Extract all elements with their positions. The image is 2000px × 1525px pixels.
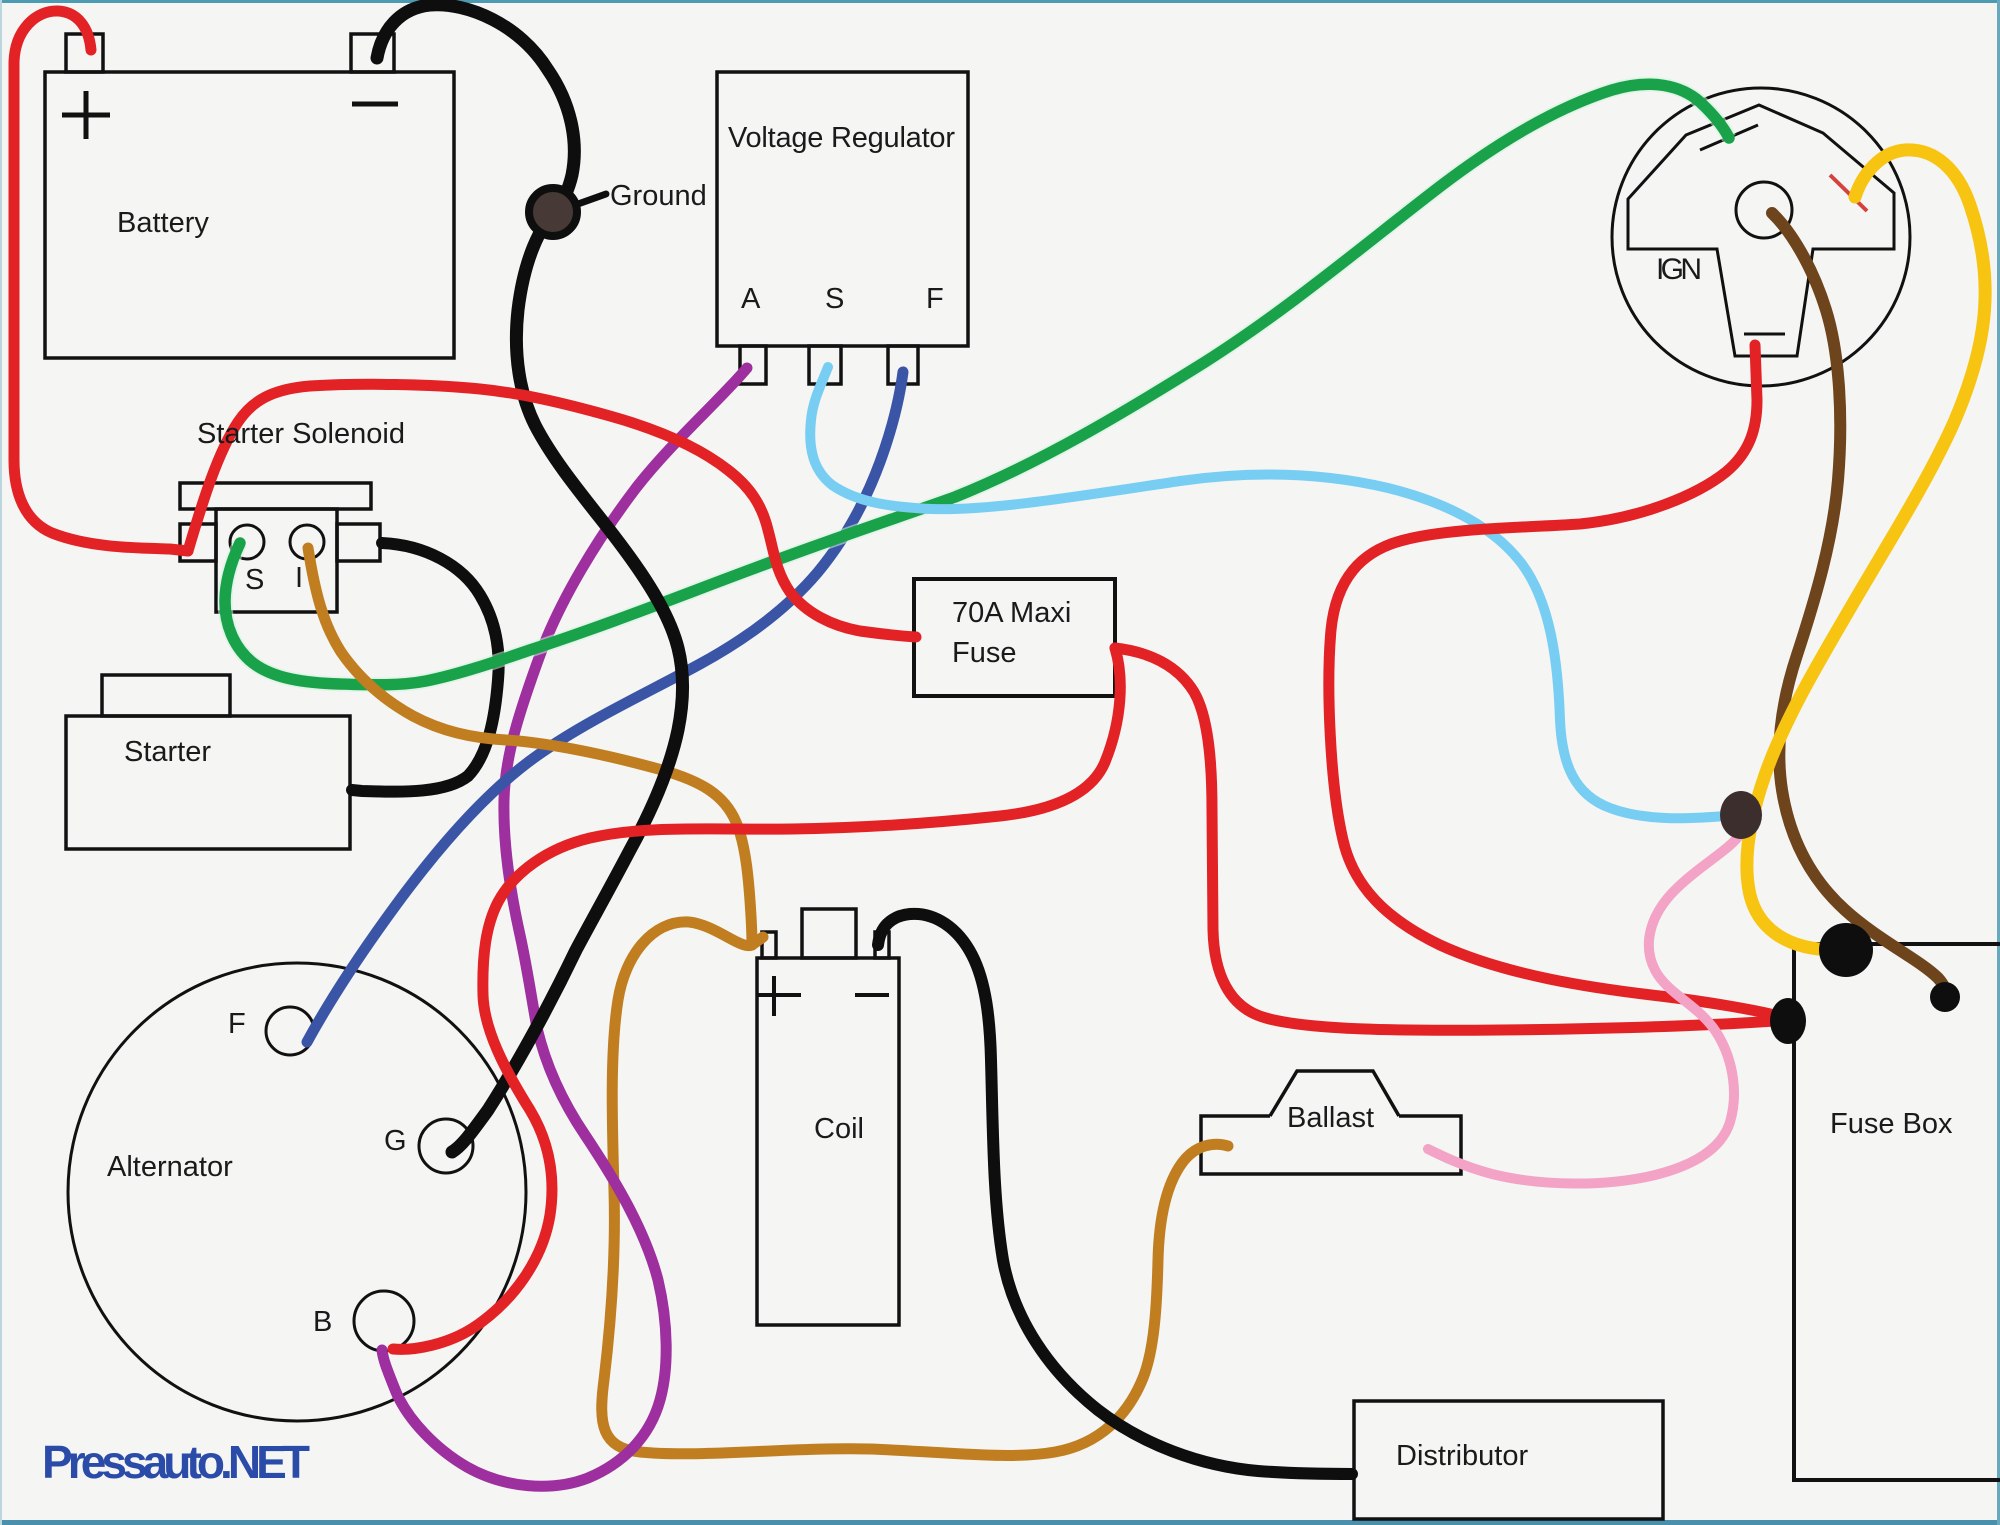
svg-text:Voltage Regulator: Voltage Regulator [728,122,955,154]
svg-text:IGN: IGN [1656,253,1702,286]
svg-text:Distributor: Distributor [1396,1440,1528,1472]
svg-text:Starter: Starter [124,736,211,768]
svg-text:Ballast: Ballast [1287,1102,1374,1134]
svg-text:Ground: Ground [610,180,707,212]
svg-text:Battery: Battery [117,207,209,239]
svg-text:S: S [825,283,844,315]
svg-text:I: I [295,562,303,594]
svg-text:G: G [384,1125,407,1157]
svg-text:A: A [741,283,761,315]
svg-text:Fuse: Fuse [952,637,1016,669]
svg-text:Starter Solenoid: Starter Solenoid [197,418,405,450]
svg-text:F: F [228,1008,246,1040]
svg-text:Coil: Coil [814,1113,864,1145]
svg-text:B: B [313,1306,332,1338]
svg-text:F: F [926,283,944,315]
svg-text:Alternator: Alternator [107,1151,233,1183]
svg-text:Fuse Box: Fuse Box [1830,1108,1953,1140]
svg-text:70A Maxi: 70A Maxi [952,597,1071,629]
svg-text:S: S [245,564,264,596]
svg-text:Pressauto.NET: Pressauto.NET [42,1436,310,1488]
